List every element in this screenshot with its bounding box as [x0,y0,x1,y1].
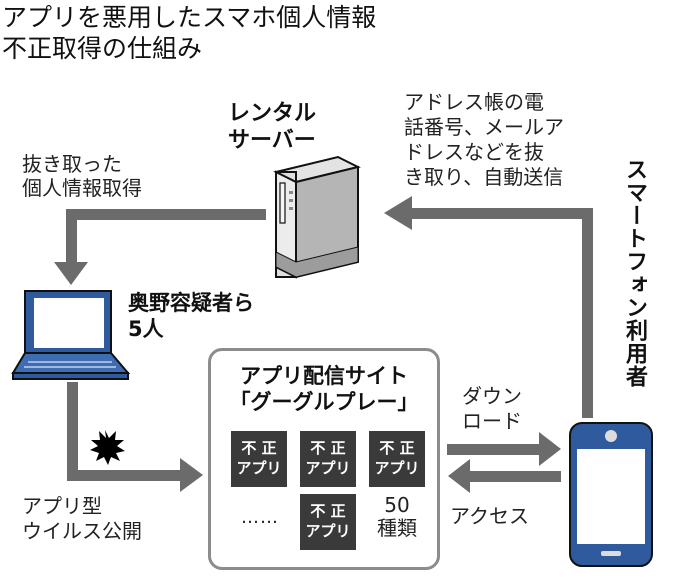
label-virus-publish: アプリ型 ウイルス公開 [22,494,142,544]
tile-line-2: アプリ [374,459,420,477]
app-count-number: 50 [384,493,410,517]
app-store-title-line-1: アプリ配信サイト [240,364,408,388]
label-line: アドレス帳の電 [404,90,544,114]
label-access: アクセス [450,504,529,528]
label-line: 話番号、メールア [404,115,564,139]
app-store-box: アプリ配信サイト 「グーグルプレー」 不 正 アプリ 不 正 アプリ 不 正 ア… [208,348,440,570]
malicious-app-tile: 不 正 アプリ [300,431,356,487]
server-label: レンタル サーバー [228,100,316,154]
title-line-1: アプリを悪用したスマホ個人情報 [2,3,377,32]
smartphone-user-label: スマートフォン利用者 [622,158,647,388]
malicious-app-tile: 不 正 アプリ [231,431,287,487]
label-line: ウイルス公開 [22,519,142,543]
arrow-access [448,459,561,493]
label-download: ダウン ロード [462,384,522,434]
tile-line-1: 不 正 [379,439,415,457]
label-line: ロード [462,409,522,433]
tile-line-1: 不 正 [310,439,346,457]
label-line: ドレスなどを抜 [404,140,544,164]
suspects-label-line-1: 奥野容疑者ら [128,291,254,315]
title-line-2: 不正取得の仕組み [2,34,203,63]
label-line: 抜き取った [22,152,122,176]
diagram-title: アプリを悪用したスマホ個人情報 不正取得の仕組み [2,2,376,64]
app-count: 50 種類 [369,494,425,540]
app-store-title: アプリ配信サイト 「グーグルプレー」 [211,363,437,415]
label-line: き取り、自動送信 [404,165,564,189]
arrow-download [447,432,561,466]
more-apps-ellipsis: …… [241,507,279,528]
arrow-suspects-to-store [67,382,203,492]
label-line: 個人情報取得 [22,176,142,200]
server-label-line-2: サーバー [228,128,316,153]
label-line: アプリ型 [22,494,102,518]
suspects-label-line-2: 5人 [128,317,164,341]
arrow-phone-to-server [384,196,593,418]
tile-line-1: 不 正 [241,439,277,457]
tile-line-2: アプリ [236,459,282,477]
tile-line-2: アプリ [305,522,351,540]
arrow-server-to-suspects [54,209,266,285]
suspects-label: 奥野容疑者ら 5人 [128,290,254,342]
label-line: ダウン [462,384,522,408]
laptop-icon [11,290,131,380]
app-count-unit: 種類 [377,516,417,540]
tile-line-1: 不 正 [310,502,346,520]
label-phone-to-server: アドレス帳の電 話番号、メールア ドレスなどを抜 き取り、自動送信 [404,90,564,190]
explosion-icon [90,430,125,465]
malicious-app-tile: 不 正 アプリ [369,431,425,487]
malicious-app-tile: 不 正 アプリ [300,494,356,550]
label-line: アクセス [450,504,529,528]
tile-line-2: アプリ [305,459,351,477]
app-store-title-line-2: 「グーグルプレー」 [229,390,419,414]
server-label-line-1: レンタル [228,101,317,126]
smartphone-icon [569,422,653,567]
server-icon [273,155,361,279]
label-server-to-suspects: 抜き取った 個人情報取得 [22,152,142,200]
